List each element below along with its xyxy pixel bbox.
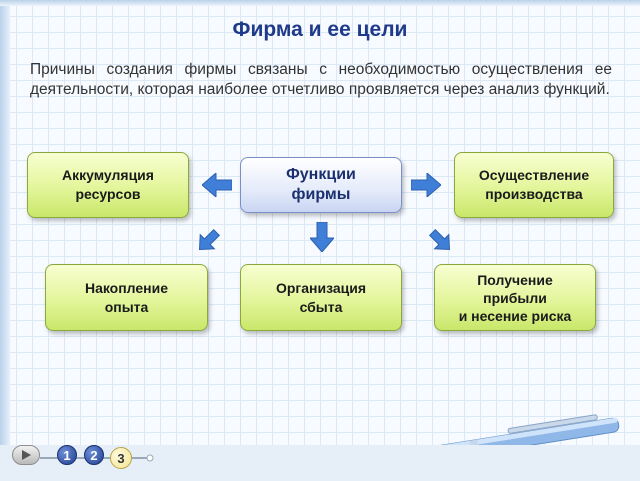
diagram-node-resources: Аккумуляция ресурсов xyxy=(27,152,189,218)
arrow-down-left-icon xyxy=(198,228,221,251)
arrow-right-icon xyxy=(411,173,441,197)
play-icon xyxy=(22,450,31,460)
arrow-down-icon xyxy=(310,222,334,252)
center-node-label: Функции фирмы xyxy=(286,166,356,203)
node-label: Организация сбыта xyxy=(275,279,367,315)
slide-frame-left xyxy=(0,0,10,481)
nav-page-3-current[interactable]: 3 xyxy=(110,447,132,469)
nav-page-1[interactable]: 1 xyxy=(57,445,77,465)
page-title: Фирма и ее цели xyxy=(232,18,408,41)
node-label: Накопление опыта xyxy=(84,279,169,315)
intro-text: Причины создания фирмы связаны с необход… xyxy=(30,61,612,98)
node-label: Осуществление производства xyxy=(478,167,590,202)
nav-page-label: 3 xyxy=(117,450,125,466)
nav-page-2[interactable]: 2 xyxy=(84,445,104,465)
diagram-node-sales: Организация сбыта xyxy=(240,264,402,331)
slide-frame-top xyxy=(0,0,640,6)
arrow-left-icon xyxy=(202,173,232,197)
diagram-node-production: Осуществление производства xyxy=(454,152,614,218)
play-button[interactable] xyxy=(12,445,40,465)
diagram-center-node: Функции фирмы xyxy=(240,157,402,213)
diagram-node-profit-risk: Получение прибыли и несение риска xyxy=(434,264,596,331)
node-label: Аккумуляция ресурсов xyxy=(62,167,154,202)
arrow-down-right-icon xyxy=(428,228,451,251)
nav-page-label: 1 xyxy=(63,447,71,463)
node-label: Получение прибыли и несение риска xyxy=(458,271,572,324)
diagram-node-experience: Накопление опыта xyxy=(45,264,208,331)
nav-page-label: 2 xyxy=(90,447,98,463)
